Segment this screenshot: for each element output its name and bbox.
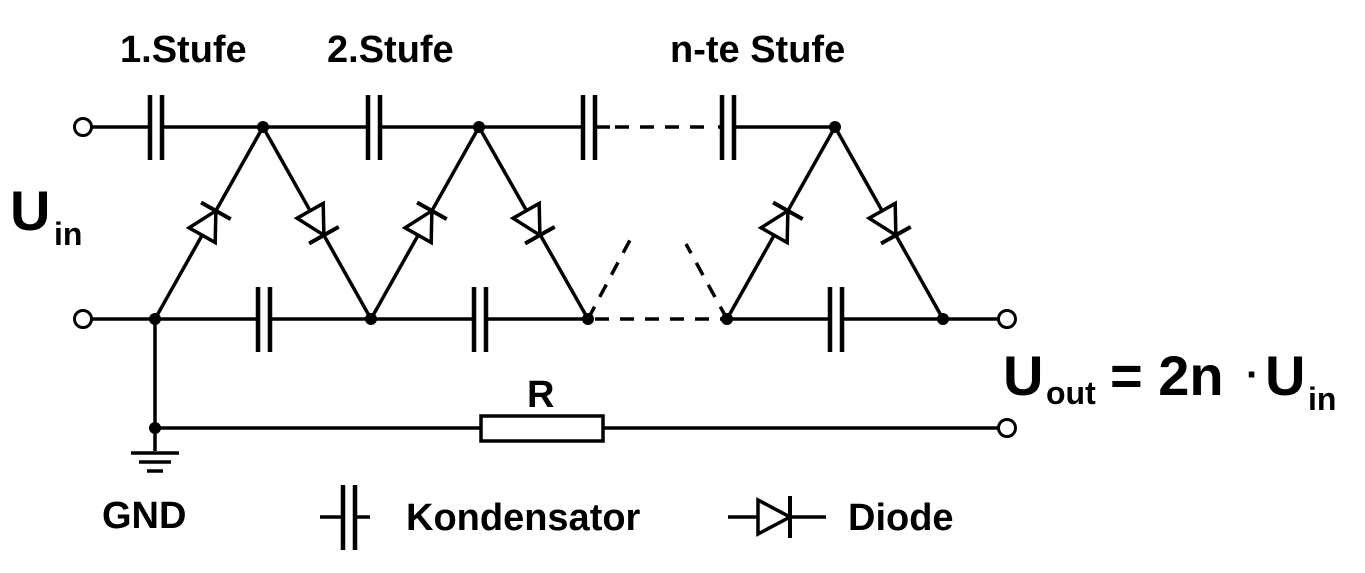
output-voltage-symbol: U <box>1003 344 1043 407</box>
stage-n-label: n-te Stufe <box>670 29 845 71</box>
ground-label: GND <box>102 495 186 537</box>
ground-rail <box>153 319 998 430</box>
resistor-label: R <box>527 374 554 416</box>
bottom-capacitor-1 <box>255 287 273 352</box>
output-terminal-top <box>997 309 1017 329</box>
output-terminal-bottom <box>997 418 1017 438</box>
stage-2-label: 2.Stufe <box>327 29 454 71</box>
ground-symbol-icon <box>131 428 179 473</box>
output-rhs-symbol: U <box>1265 344 1305 407</box>
output-voltage-label: U out = 2n · U in <box>1003 344 1336 417</box>
output-equation: = 2n <box>1110 344 1224 407</box>
top-capacitor-1 <box>147 95 165 160</box>
output-rhs-subscript: in <box>1308 381 1336 417</box>
diode-n-1 <box>757 200 804 246</box>
diode-3 <box>401 200 448 246</box>
top-capacitor-3 <box>580 95 598 160</box>
bottom-capacitor-2 <box>471 287 489 352</box>
input-voltage-subscript: in <box>54 216 82 252</box>
input-voltage-symbol: U <box>10 179 50 242</box>
diode-4 <box>509 200 556 246</box>
multiply-dot: · <box>1246 353 1259 397</box>
top-capacitor-2 <box>365 95 383 160</box>
bottom-capacitor-n <box>827 287 845 352</box>
diode-1 <box>185 200 232 246</box>
input-terminal-bottom <box>73 309 93 329</box>
diode-n-2 <box>865 200 912 246</box>
input-voltage-label: U in <box>10 179 82 252</box>
legend-diode-label: Diode <box>848 497 954 539</box>
junction-nodes <box>149 121 949 434</box>
output-voltage-subscript: out <box>1046 375 1096 411</box>
legend-diode-icon <box>728 496 826 538</box>
input-terminal-top <box>73 117 93 137</box>
diode-branches <box>153 126 945 320</box>
top-capacitor-n <box>719 95 737 160</box>
diode-2 <box>293 200 340 246</box>
resistor <box>479 414 605 443</box>
stage-1-label: 1.Stufe <box>120 29 247 71</box>
legend-capacitor-icon <box>320 485 370 550</box>
legend-capacitor-label: Kondensator <box>406 497 641 539</box>
legend: Kondensator Diode <box>320 485 954 550</box>
